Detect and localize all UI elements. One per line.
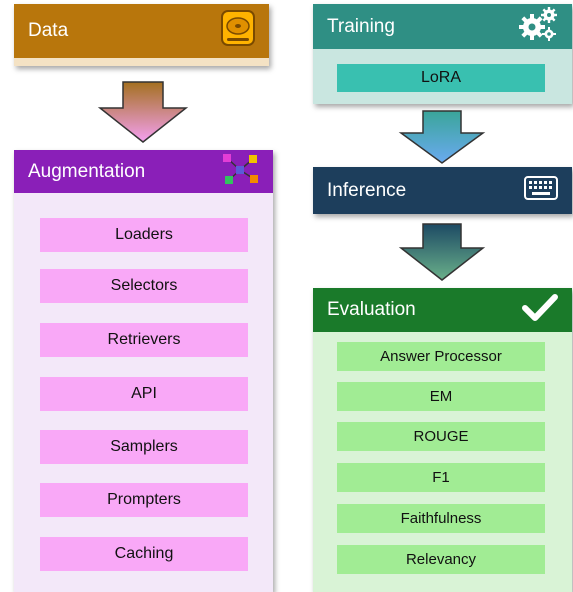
augmentation-item: Caching xyxy=(40,537,248,571)
inference-header: Inference xyxy=(313,167,572,214)
arrow-inference-to-evaluation xyxy=(398,223,486,281)
data-title: Data xyxy=(28,20,69,41)
training-header: Training xyxy=(313,4,572,49)
data-header: Data xyxy=(14,4,269,58)
augmentation-item: Selectors xyxy=(40,269,248,303)
augmentation-title: Augmentation xyxy=(28,160,146,182)
network-nodes-icon xyxy=(221,153,259,191)
evaluation-panel: Evaluation Answer Processor EM ROUGE F1 … xyxy=(313,288,572,592)
hard-drive-icon xyxy=(221,10,255,52)
augmentation-item: Samplers xyxy=(40,430,248,464)
arrow-data-to-augmentation xyxy=(97,81,189,143)
evaluation-item: Answer Processor xyxy=(337,342,545,371)
evaluation-item: Relevancy xyxy=(337,545,545,574)
augmentation-header: Augmentation xyxy=(14,150,273,193)
keyboard-icon xyxy=(524,175,558,206)
training-title: Training xyxy=(327,15,395,37)
data-panel: Data xyxy=(14,4,269,66)
training-panel: Training xyxy=(313,4,572,104)
augmentation-item: API xyxy=(40,377,248,411)
augmentation-panel: Augmentation Loaders Selectors Retriever… xyxy=(14,150,273,592)
augmentation-item: Prompters xyxy=(40,483,248,517)
checkmark-icon xyxy=(522,293,558,327)
inference-panel: Inference xyxy=(313,167,572,214)
gears-icon xyxy=(518,6,558,48)
augmentation-item: Retrievers xyxy=(40,323,248,357)
evaluation-title: Evaluation xyxy=(327,299,416,320)
augmentation-item: Loaders xyxy=(40,218,248,252)
evaluation-item: F1 xyxy=(337,463,545,492)
evaluation-item: Faithfulness xyxy=(337,504,545,533)
evaluation-item: ROUGE xyxy=(337,422,545,451)
evaluation-header: Evaluation xyxy=(313,288,572,332)
training-item: LoRA xyxy=(337,64,545,92)
inference-title: Inference xyxy=(327,179,407,201)
arrow-training-to-inference xyxy=(398,110,486,164)
evaluation-item: EM xyxy=(337,382,545,411)
